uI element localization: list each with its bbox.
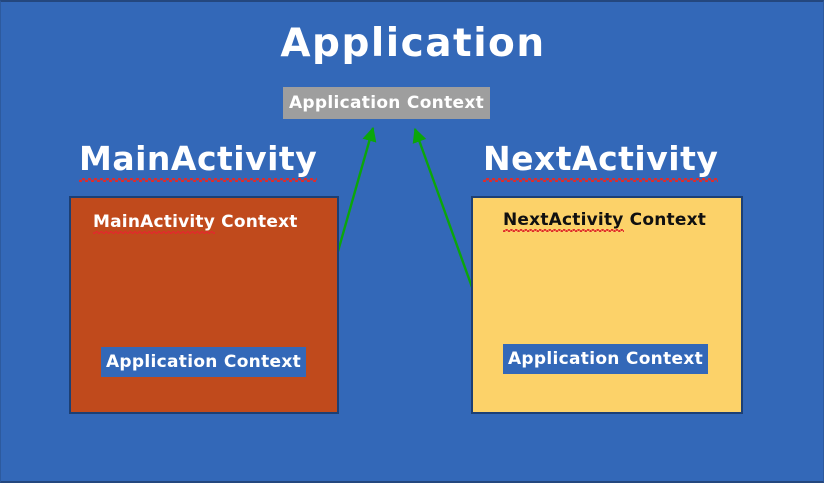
next-activity-panel: NextActivity Context Application Context [471,196,743,414]
application-title: Application [280,21,546,66]
next-activity-context-label: NextActivity Context [503,210,707,232]
main-activity-application-context-chip-label: Application Context [105,352,302,372]
next-activity-heading: NextActivity [483,139,719,182]
main-activity-context-label-suffix: Context [215,212,298,232]
next-activity-application-context-chip: Application Context [503,344,708,374]
main-activity-context-label-word: MainActivity [93,212,216,234]
main-activity-application-context-chip: Application Context [101,347,306,377]
next-activity-context-label-word: NextActivity [503,210,624,232]
next-activity-heading-text: NextActivity [483,139,719,182]
application-context-chip: Application Context [283,87,490,119]
main-activity-context-label: MainActivity Context [93,212,298,234]
main-activity-heading-text: MainActivity [79,139,318,182]
next-activity-application-context-chip-label: Application Context [507,349,704,369]
next-activity-context-label-suffix: Context [623,210,707,230]
main-activity-heading: MainActivity [79,139,318,182]
application-context-chip-label: Application Context [288,93,485,113]
main-activity-panel: MainActivity Context Application Context [69,196,339,414]
